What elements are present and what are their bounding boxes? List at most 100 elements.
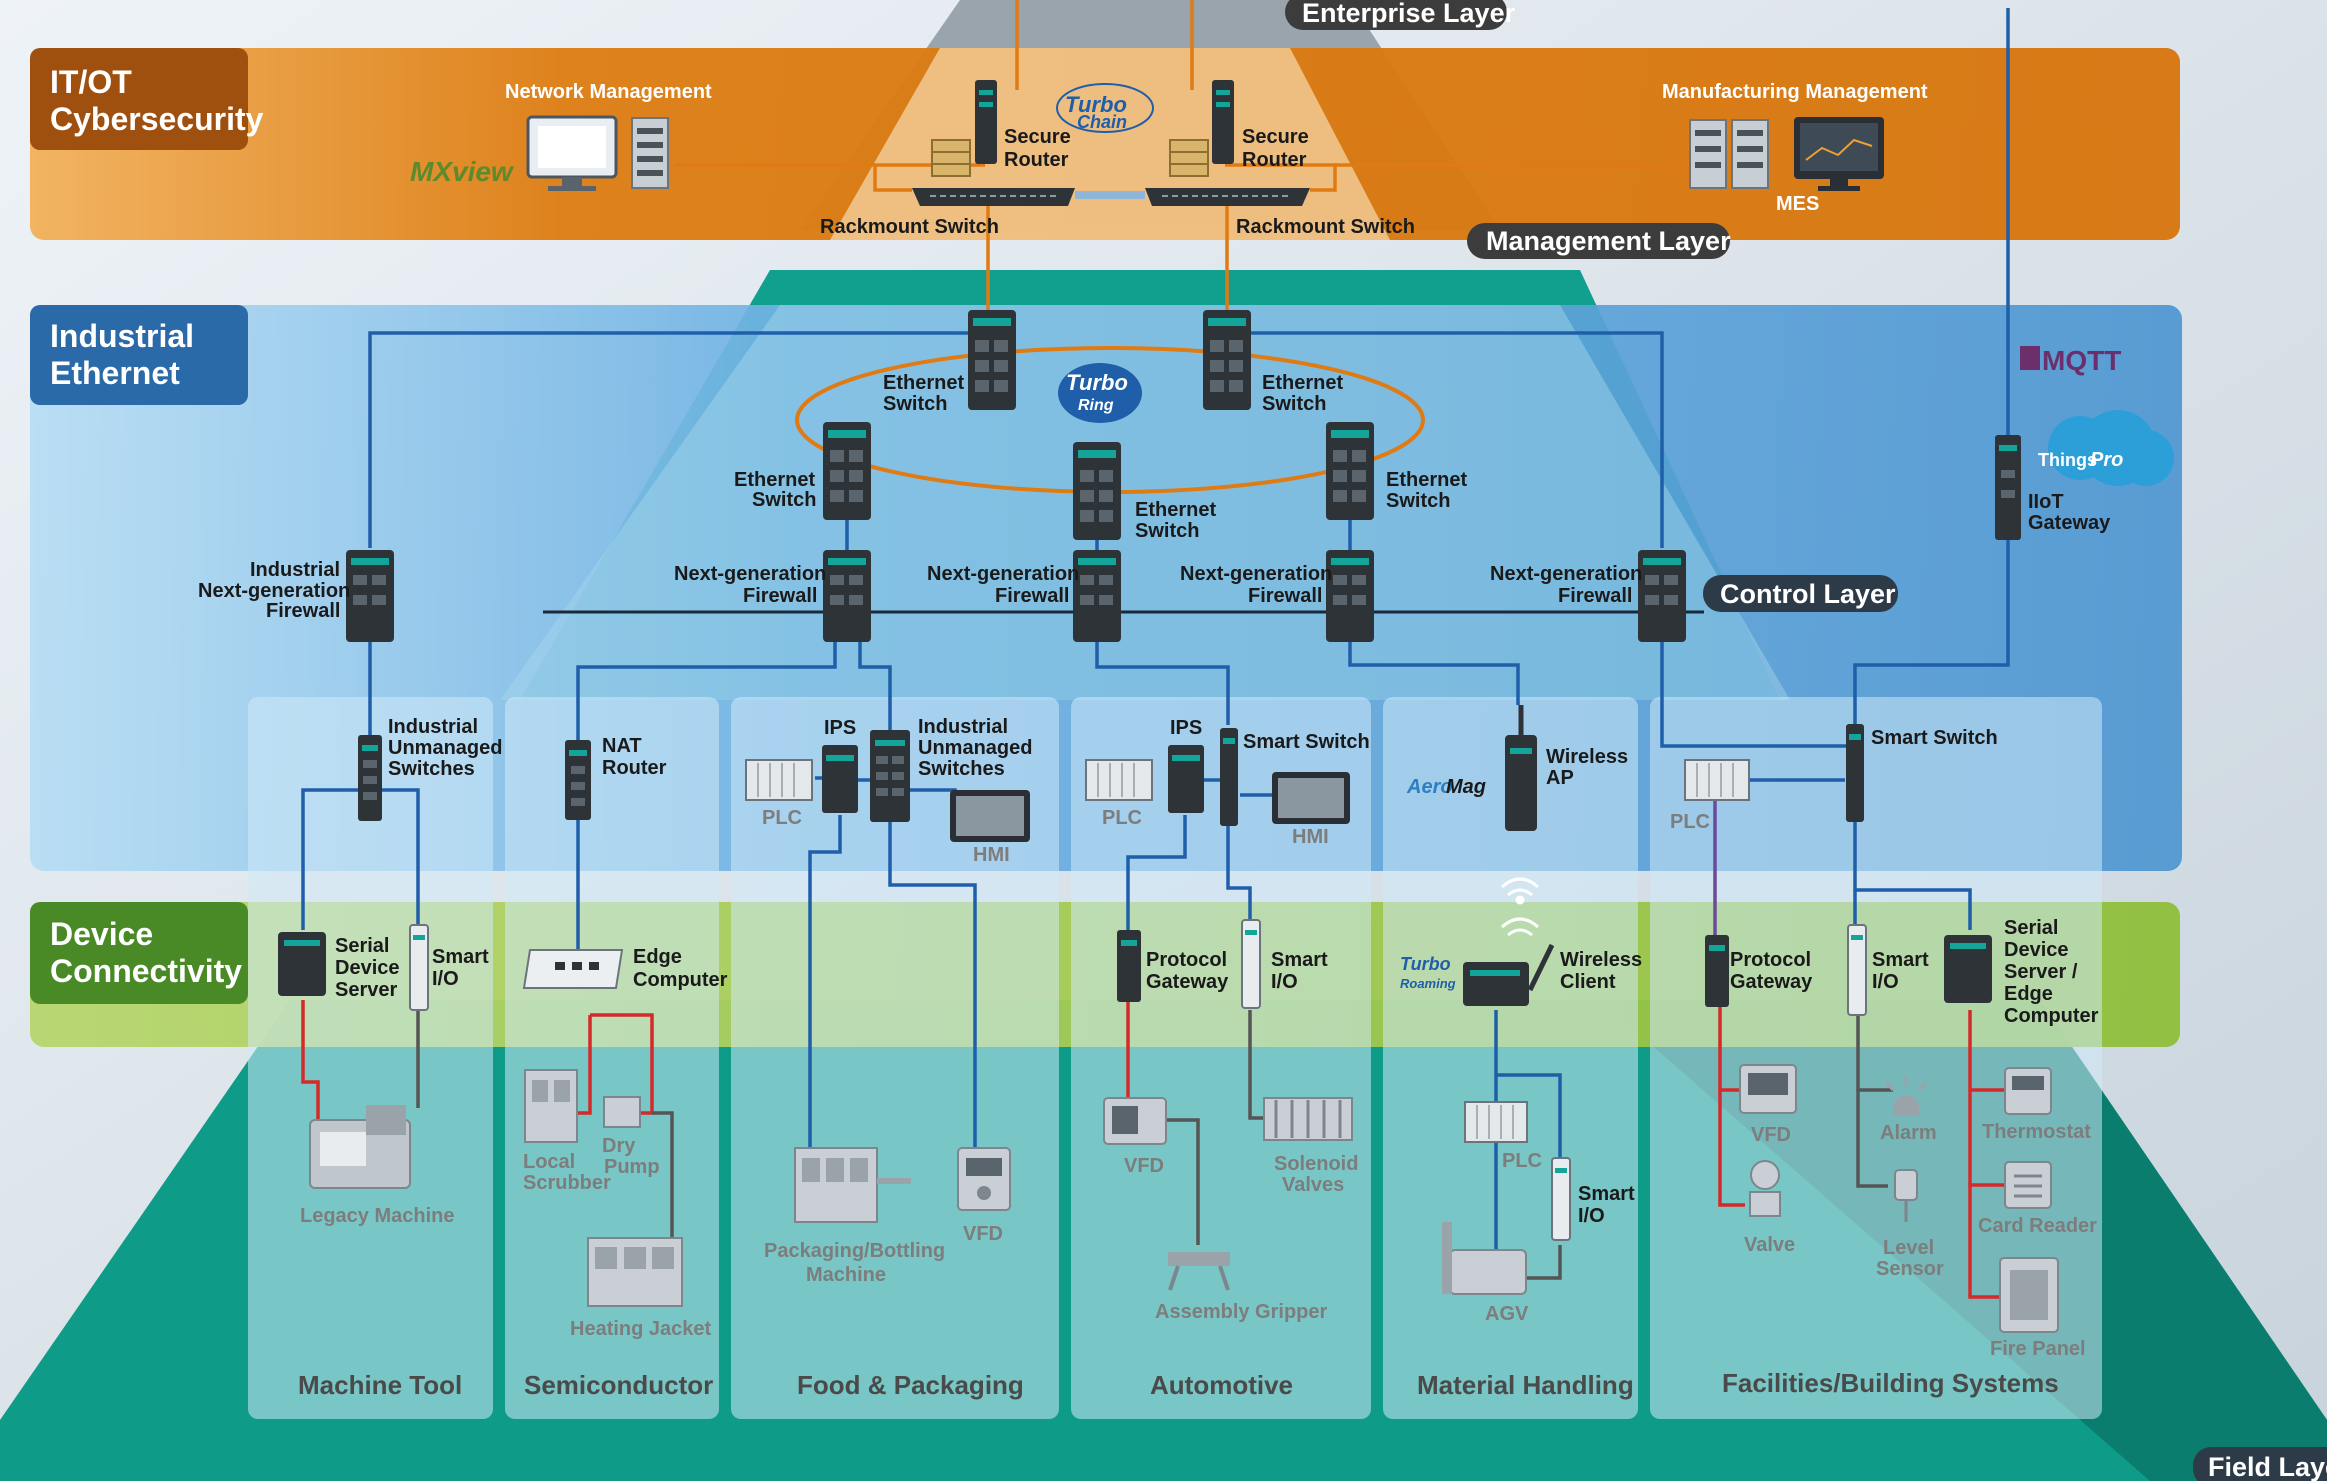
management-layer-pill: Management Layer: [1467, 223, 1731, 259]
ips-food: IPS: [822, 717, 858, 813]
sector-label-automotive: Automotive: [1150, 1370, 1293, 1400]
svg-text:Level: Level: [1883, 1237, 1934, 1259]
ethernet-switch-ring-left: Ethernet Switch: [734, 422, 871, 520]
solenoid-valves: Solenoid Valves: [1263, 1097, 1358, 1196]
valve: Valve: [1744, 1160, 1795, 1256]
svg-text:VFD: VFD: [963, 1223, 1003, 1245]
ngfw-4: Next-generation Firewall: [1490, 550, 1686, 642]
svg-text:Firewall: Firewall: [995, 585, 1069, 607]
svg-text:Connectivity: Connectivity: [50, 953, 242, 989]
mes-system: Manufacturing Management MES: [1662, 81, 1928, 215]
svg-text:Gateway: Gateway: [1730, 971, 1813, 993]
ethernet-switch-ring-right: Ethernet Switch: [1326, 422, 1467, 520]
svg-text:Wireless: Wireless: [1546, 746, 1628, 768]
svg-text:Smart: Smart: [1271, 949, 1328, 971]
svg-text:Wireless: Wireless: [1560, 949, 1642, 971]
svg-text:Cybersecurity: Cybersecurity: [50, 101, 264, 137]
link-unmanaged-sds: [301, 788, 370, 930]
svg-text:Field Layer: Field Layer: [2208, 1452, 2327, 1481]
link-sds-legacy: [301, 1000, 320, 1125]
network-management-station: Network Management: [505, 81, 712, 191]
industrial-unmanaged-switch-food: Industrial Unmanaged Switches: [870, 716, 1032, 822]
svg-text:Gateway: Gateway: [2028, 512, 2111, 534]
svg-text:Unmanaged: Unmanaged: [388, 737, 502, 759]
svg-text:IPS: IPS: [1170, 717, 1202, 739]
svg-text:Aero: Aero: [1406, 776, 1453, 798]
zone-label-it-ot: IT/OT Cybersecurity: [30, 48, 264, 150]
svg-text:Edge: Edge: [633, 946, 682, 968]
svg-text:Things: Things: [2038, 450, 2097, 470]
svg-text:Smart Switch: Smart Switch: [1243, 731, 1370, 753]
svg-text:Server /: Server /: [2004, 961, 2078, 983]
control-pyramid-overlay: [500, 305, 1790, 700]
svg-text:Client: Client: [1560, 971, 1616, 993]
svg-text:Device: Device: [335, 957, 400, 979]
link-auto-switch-smartio: [1226, 825, 1252, 920]
nat-router: NAT Router: [565, 735, 667, 820]
turbo-chain-logo: Turbo Chain: [1056, 83, 1154, 133]
svg-text:Legacy Machine: Legacy Machine: [300, 1205, 455, 1227]
wireless-client: Wireless Client: [1463, 943, 1642, 1006]
svg-text:Computer: Computer: [633, 969, 728, 991]
alarm: Alarm: [1880, 1076, 1937, 1144]
svg-text:Assembly Gripper: Assembly Gripper: [1155, 1301, 1328, 1323]
svg-text:MQTT: MQTT: [2042, 345, 2121, 376]
smart-switch-automotive: Smart Switch: [1220, 728, 1370, 826]
svg-text:Pump: Pump: [604, 1156, 660, 1178]
svg-text:Valves: Valves: [1282, 1174, 1344, 1196]
link-facilities-switch-devices: [1853, 820, 1972, 930]
protocol-gateway-automotive: Protocol Gateway: [1117, 930, 1229, 1002]
svg-text:Turbo: Turbo: [1066, 370, 1128, 395]
thingspro-logo: Things Pro: [2038, 410, 2174, 486]
svg-text:Server: Server: [335, 979, 397, 1001]
local-scrubber: Local Scrubber: [523, 1069, 611, 1194]
svg-text:Solenoid: Solenoid: [1274, 1153, 1358, 1175]
mxview-logo: MXview: [410, 156, 515, 187]
turbo-roaming-logo: Turbo Roaming: [1400, 954, 1456, 991]
svg-text:Switch: Switch: [752, 489, 816, 511]
svg-text:Unmanaged: Unmanaged: [918, 737, 1032, 759]
link-ring-to-left-firewall: [368, 331, 968, 548]
vfd-food: VFD: [957, 1147, 1011, 1245]
link-food-switch-vfd: [888, 815, 977, 1150]
svg-text:Switch: Switch: [883, 393, 947, 415]
link-router-switch-right: [1225, 163, 1337, 192]
svg-text:Turbo: Turbo: [1400, 954, 1451, 974]
ethernet-switch-ring-center: Ethernet Switch: [1073, 442, 1216, 542]
smart-io-automotive: Smart I/O: [1241, 919, 1328, 1009]
sector-label-food: Food & Packaging: [797, 1370, 1024, 1400]
svg-text:Pro: Pro: [2090, 449, 2123, 471]
svg-text:Device: Device: [2004, 939, 2069, 961]
svg-text:Switches: Switches: [918, 758, 1005, 780]
svg-text:Protocol: Protocol: [1146, 949, 1227, 971]
svg-text:Alarm: Alarm: [1880, 1122, 1937, 1144]
smart-io-facilities: Smart I/O: [1847, 924, 1929, 1016]
svg-text:Protocol: Protocol: [1730, 949, 1811, 971]
svg-text:Local: Local: [523, 1151, 575, 1173]
svg-text:Ethernet: Ethernet: [1386, 469, 1467, 491]
protocol-gateway-facilities: Protocol Gateway: [1705, 935, 1813, 1007]
svg-text:NAT: NAT: [602, 735, 642, 757]
svg-text:Firewall: Firewall: [1248, 585, 1322, 607]
svg-text:MXview: MXview: [410, 156, 515, 187]
dry-pump: Dry Pump: [602, 1096, 660, 1178]
svg-text:Packaging/Bottling: Packaging/Bottling: [764, 1240, 945, 1262]
mqtt-logo: MQTT: [2020, 345, 2121, 376]
hmi-food: HMI: [950, 790, 1030, 866]
link-sds2-firepanel: [1968, 1185, 2000, 1299]
link-ips-packaging: [808, 815, 842, 1150]
svg-text:Smart: Smart: [1578, 1183, 1635, 1205]
svg-text:Chain: Chain: [1077, 112, 1127, 132]
svg-text:Fire Panel: Fire Panel: [1990, 1338, 2086, 1360]
industrial-ngfw: Industrial Next-generation Firewall: [198, 550, 394, 642]
svg-text:Switch: Switch: [1262, 393, 1326, 415]
svg-text:Mag: Mag: [1446, 776, 1486, 798]
field-layer-pill: Field Layer: [2193, 1447, 2327, 1481]
aeromag-logo: Aero Mag: [1406, 776, 1486, 798]
sector-column-semiconductor: [505, 697, 719, 1419]
ips-automotive: IPS: [1168, 717, 1204, 813]
svg-text:Secure: Secure: [1242, 126, 1309, 148]
svg-text:Computer: Computer: [2004, 1005, 2099, 1027]
industrial-unmanaged-switch-machine: Industrial Unmanaged Switches: [358, 716, 502, 821]
